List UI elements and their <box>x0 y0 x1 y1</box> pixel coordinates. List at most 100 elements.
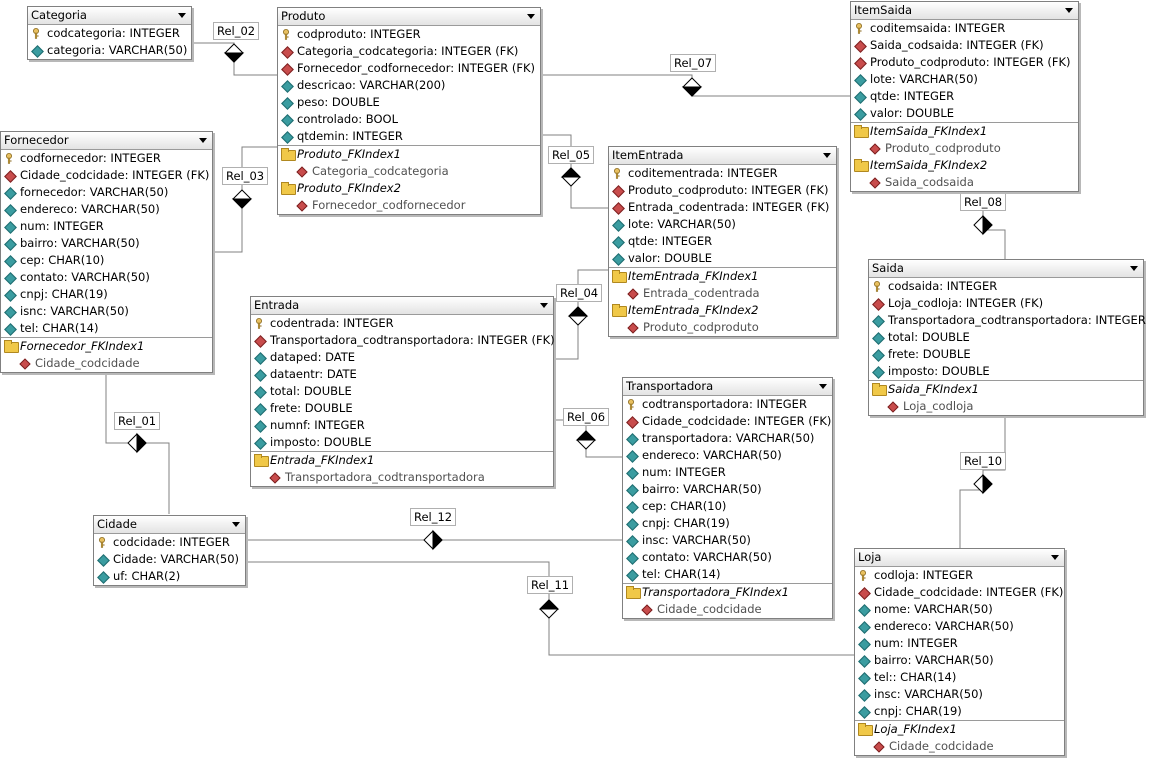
column-row[interactable]: numnf: INTEGER <box>251 417 553 434</box>
column-row[interactable]: Loja_codloja: INTEGER (FK) <box>869 295 1143 312</box>
column-row[interactable]: endereco: VARCHAR(50) <box>623 447 832 464</box>
column-row[interactable]: cnpj: CHAR(19) <box>855 703 1064 720</box>
column-row[interactable]: total: DOUBLE <box>869 329 1143 346</box>
column-row[interactable]: cep: CHAR(10) <box>1 252 212 269</box>
column-row[interactable]: num: INTEGER <box>855 635 1064 652</box>
column-row[interactable]: Cidade_codcidade: INTEGER (FK) <box>623 413 832 430</box>
column-row[interactable]: bairro: VARCHAR(50) <box>855 652 1064 669</box>
index-row[interactable]: Entrada_FKIndex1 <box>251 452 553 469</box>
column-row[interactable]: lote: VARCHAR(50) <box>609 216 836 233</box>
table-header[interactable]: Fornecedor <box>1 132 212 150</box>
column-row[interactable]: tel: CHAR(14) <box>1 320 212 337</box>
chevron-down-icon[interactable] <box>1065 8 1073 13</box>
rel-07-label[interactable]: Rel_07 <box>670 54 717 72</box>
table-header[interactable]: Entrada <box>251 297 553 315</box>
rel-08-label[interactable]: Rel_08 <box>960 193 1007 211</box>
column-row[interactable]: cnpj: CHAR(19) <box>1 286 212 303</box>
column-row[interactable]: codentrada: INTEGER <box>251 315 553 332</box>
column-row[interactable]: codfornecedor: INTEGER <box>1 150 212 167</box>
column-row[interactable]: imposto: DOUBLE <box>869 363 1143 380</box>
column-row[interactable]: Cidade_codcidade: INTEGER (FK) <box>1 167 212 184</box>
column-row[interactable]: transportadora: VARCHAR(50) <box>623 430 832 447</box>
index-row[interactable]: ItemSaida_FKIndex1 <box>851 123 1078 140</box>
index-row[interactable]: ItemSaida_FKIndex2 <box>851 157 1078 174</box>
column-row[interactable]: imposto: DOUBLE <box>251 434 553 451</box>
column-row[interactable]: dataped: DATE <box>251 349 553 366</box>
index-row[interactable]: Saida_FKIndex1 <box>869 381 1143 398</box>
index-row[interactable]: Loja_FKIndex1 <box>855 721 1064 738</box>
column-row[interactable]: Cidade_codcidade: INTEGER (FK) <box>855 584 1064 601</box>
column-row[interactable]: Produto_codproduto: INTEGER (FK) <box>851 54 1078 71</box>
column-row[interactable]: Categoria_codcategoria: INTEGER (FK) <box>278 43 540 60</box>
rel-01-label[interactable]: Rel_01 <box>114 412 161 430</box>
column-row[interactable]: codcidade: INTEGER <box>94 534 245 551</box>
chevron-down-icon[interactable] <box>819 384 827 389</box>
column-row[interactable]: insc: VARCHAR(50) <box>623 532 832 549</box>
column-row[interactable]: codproduto: INTEGER <box>278 26 540 43</box>
column-row[interactable]: Saida_codsaida: INTEGER (FK) <box>851 37 1078 54</box>
table-header[interactable]: Loja <box>855 549 1064 567</box>
table-header[interactable]: Cidade <box>94 516 245 534</box>
column-row[interactable]: total: DOUBLE <box>251 383 553 400</box>
column-row[interactable]: tel: CHAR(14) <box>623 566 832 583</box>
column-row[interactable]: endereco: VARCHAR(50) <box>1 201 212 218</box>
column-row[interactable]: uf: CHAR(2) <box>94 568 245 585</box>
column-row[interactable]: valor: DOUBLE <box>609 250 836 267</box>
column-row[interactable]: insc: VARCHAR(50) <box>855 686 1064 703</box>
chevron-down-icon[interactable] <box>1051 555 1059 560</box>
rel-06-label[interactable]: Rel_06 <box>563 408 610 426</box>
index-row[interactable]: ItemEntrada_FKIndex2 <box>609 302 836 319</box>
table-header[interactable]: Saida <box>869 260 1143 278</box>
column-row[interactable]: codtransportadora: INTEGER <box>623 396 832 413</box>
column-row[interactable]: qtdemin: INTEGER <box>278 128 540 145</box>
chevron-down-icon[interactable] <box>1130 266 1138 271</box>
rel-05-label[interactable]: Rel_05 <box>548 146 595 164</box>
column-row[interactable]: descricao: VARCHAR(200) <box>278 77 540 94</box>
table-header[interactable]: Transportadora <box>623 378 832 396</box>
column-row[interactable]: valor: DOUBLE <box>851 105 1078 122</box>
column-row[interactable]: qtde: INTEGER <box>851 88 1078 105</box>
index-row[interactable]: Transportadora_FKIndex1 <box>623 584 832 601</box>
column-row[interactable]: coditemsaida: INTEGER <box>851 20 1078 37</box>
table-header[interactable]: ItemSaida <box>851 2 1078 20</box>
chevron-down-icon[interactable] <box>178 13 186 18</box>
column-row[interactable]: frete: DOUBLE <box>251 400 553 417</box>
column-row[interactable]: isnc: VARCHAR(50) <box>1 303 212 320</box>
table-header[interactable]: ItemEntrada <box>609 147 836 165</box>
column-row[interactable]: peso: DOUBLE <box>278 94 540 111</box>
column-row[interactable]: Transportadora_codtransportadora: INTEGE… <box>869 312 1146 329</box>
column-row[interactable]: qtde: INTEGER <box>609 233 836 250</box>
column-row[interactable]: dataentr: DATE <box>251 366 553 383</box>
rel-10-label[interactable]: Rel_10 <box>960 452 1007 470</box>
rel-02-label[interactable]: Rel_02 <box>213 22 260 40</box>
column-row[interactable]: Fornecedor_codfornecedor: INTEGER (FK) <box>278 60 540 77</box>
rel-04-label[interactable]: Rel_04 <box>556 284 603 302</box>
column-row[interactable]: coditementrada: INTEGER <box>609 165 836 182</box>
index-row[interactable]: Produto_FKIndex2 <box>278 180 540 197</box>
column-row[interactable]: lote: VARCHAR(50) <box>851 71 1078 88</box>
column-row[interactable]: nome: VARCHAR(50) <box>855 601 1064 618</box>
column-row[interactable]: bairro: VARCHAR(50) <box>1 235 212 252</box>
column-row[interactable]: controlado: BOOL <box>278 111 540 128</box>
rel-11-label[interactable]: Rel_11 <box>527 576 574 594</box>
column-row[interactable]: contato: VARCHAR(50) <box>1 269 212 286</box>
column-row[interactable]: codcategoria: INTEGER <box>28 25 191 42</box>
column-row[interactable]: codsaida: INTEGER <box>869 278 1143 295</box>
column-row[interactable]: Entrada_codentrada: INTEGER (FK) <box>609 199 836 216</box>
chevron-down-icon[interactable] <box>199 138 207 143</box>
column-row[interactable]: categoria: VARCHAR(50) <box>28 42 191 59</box>
chevron-down-icon[interactable] <box>540 303 548 308</box>
column-row[interactable]: endereco: VARCHAR(50) <box>855 618 1064 635</box>
index-row[interactable]: Fornecedor_FKIndex1 <box>1 338 212 355</box>
column-row[interactable]: fornecedor: VARCHAR(50) <box>1 184 212 201</box>
index-row[interactable]: ItemEntrada_FKIndex1 <box>609 268 836 285</box>
